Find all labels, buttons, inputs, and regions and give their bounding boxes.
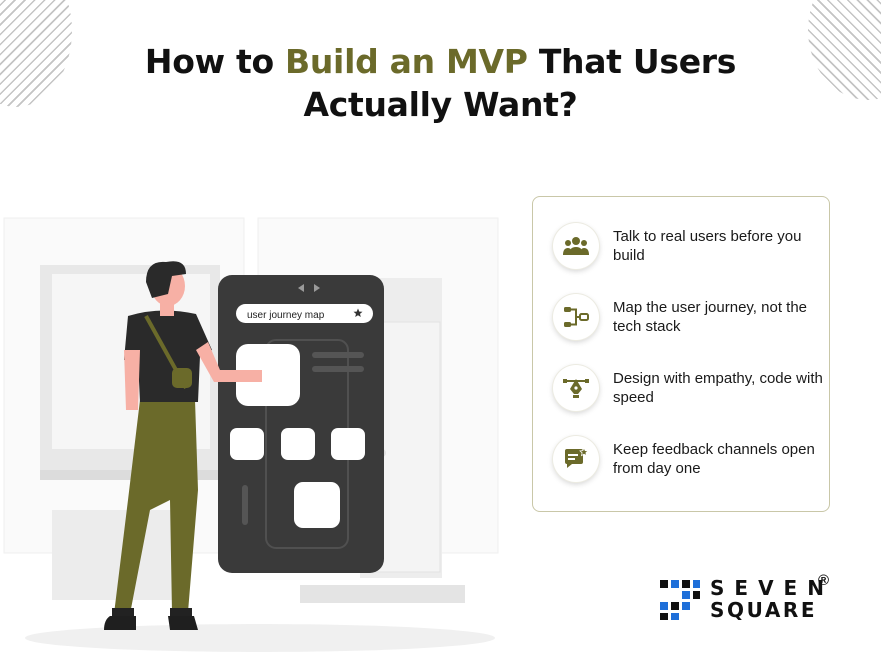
- tip-item: Talk to real users before you build: [553, 223, 823, 273]
- registered-mark: ®: [818, 572, 830, 589]
- tip-text: Talk to real users before you build: [613, 228, 802, 264]
- search-text: user journey map: [247, 310, 325, 321]
- floor-shadow: [25, 624, 495, 652]
- tip-text: Map the user journey, not the tech stack: [613, 299, 808, 335]
- seven-square-logo: SEVEN ® SQUARE: [660, 572, 840, 624]
- users-group-icon: [553, 223, 599, 269]
- title-highlight: Build an MVP: [285, 42, 528, 81]
- tips-card: Talk to real users before you build Map …: [532, 196, 830, 512]
- flow-map-icon: [553, 294, 599, 340]
- search-bar: [236, 304, 373, 323]
- tip-item: Map the user journey, not the tech stack: [553, 294, 823, 344]
- tip-item: Keep feedback channels open from day one: [553, 436, 823, 486]
- pen-tool-icon: [553, 365, 599, 411]
- title-line2: Actually Want?: [303, 85, 578, 124]
- tip-item: Design with empathy, code with speed: [553, 365, 823, 415]
- chat-feedback-icon: [553, 436, 599, 482]
- logo-text-square: SQUARE: [710, 598, 818, 622]
- phone-mockup: [218, 275, 384, 573]
- tip-text: Keep feedback channels open from day one: [613, 441, 815, 477]
- title-part1: How to: [144, 42, 286, 81]
- title-part2: That Users: [527, 42, 737, 81]
- logo-text-seven: SEVEN: [710, 576, 834, 600]
- tip-text: Design with empathy, code with speed: [613, 370, 823, 406]
- star-icon: [353, 308, 363, 317]
- person: [104, 261, 262, 630]
- illustration: user journey map: [3, 217, 499, 652]
- logo-mark-icon: [660, 580, 700, 620]
